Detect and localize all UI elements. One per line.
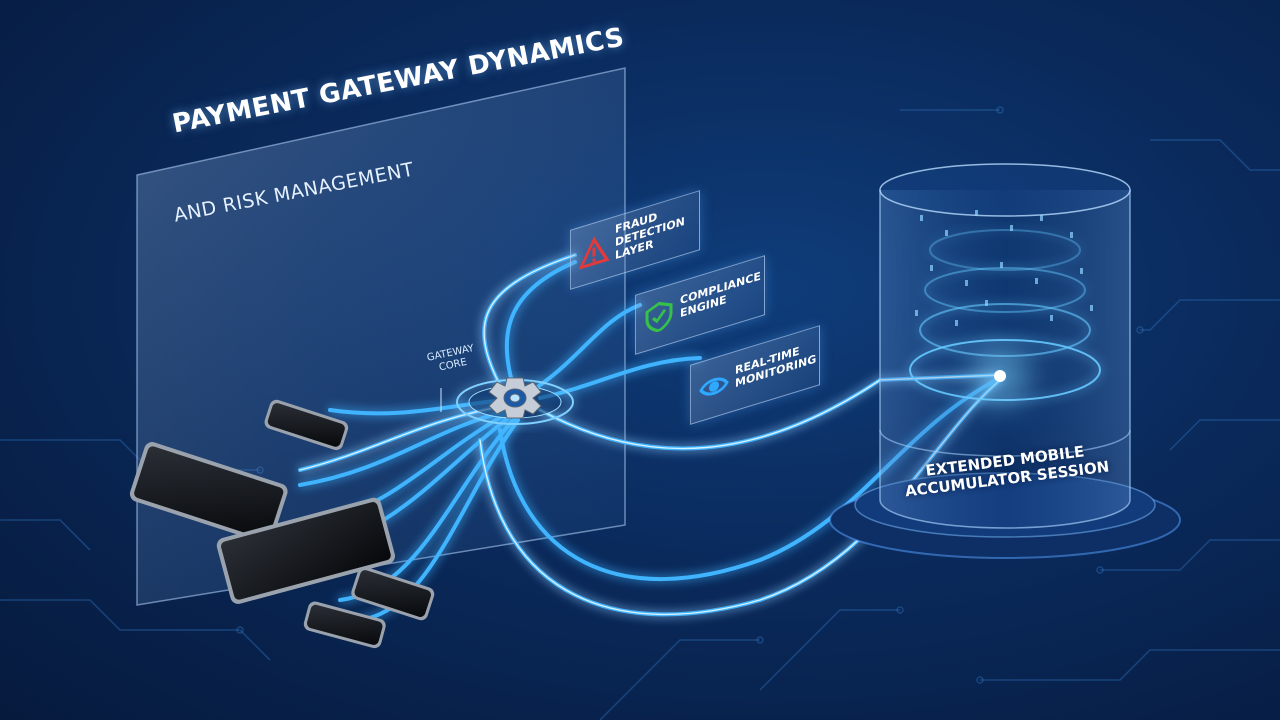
data-streams — [298, 253, 1002, 622]
phone-device — [264, 399, 349, 451]
tablet-device — [129, 442, 288, 544]
compliance-engine-card: COMPLIANCE ENGINE — [635, 255, 765, 355]
real-time-monitoring-card: REAL-TIME MONITORING — [690, 325, 820, 425]
fraud-detection-card: FRAUD DETECTION LAYER — [570, 190, 700, 290]
binary-particles — [915, 210, 1093, 326]
warning-icon — [579, 236, 609, 270]
devices — [129, 399, 435, 649]
tablet-device — [216, 497, 396, 604]
session-cylinder — [829, 163, 1181, 559]
real-time-monitoring-label: REAL-TIME MONITORING — [735, 344, 817, 391]
eye-icon — [699, 377, 729, 396]
gateway-core — [456, 377, 574, 425]
phone-device — [351, 566, 435, 621]
glass-panel — [136, 67, 626, 606]
data-swirl — [909, 229, 1101, 401]
shield-check-icon — [645, 301, 673, 333]
compliance-engine-label: COMPLIANCE ENGINE — [680, 269, 761, 321]
phone-device — [303, 601, 386, 649]
gear-icon — [488, 377, 542, 419]
